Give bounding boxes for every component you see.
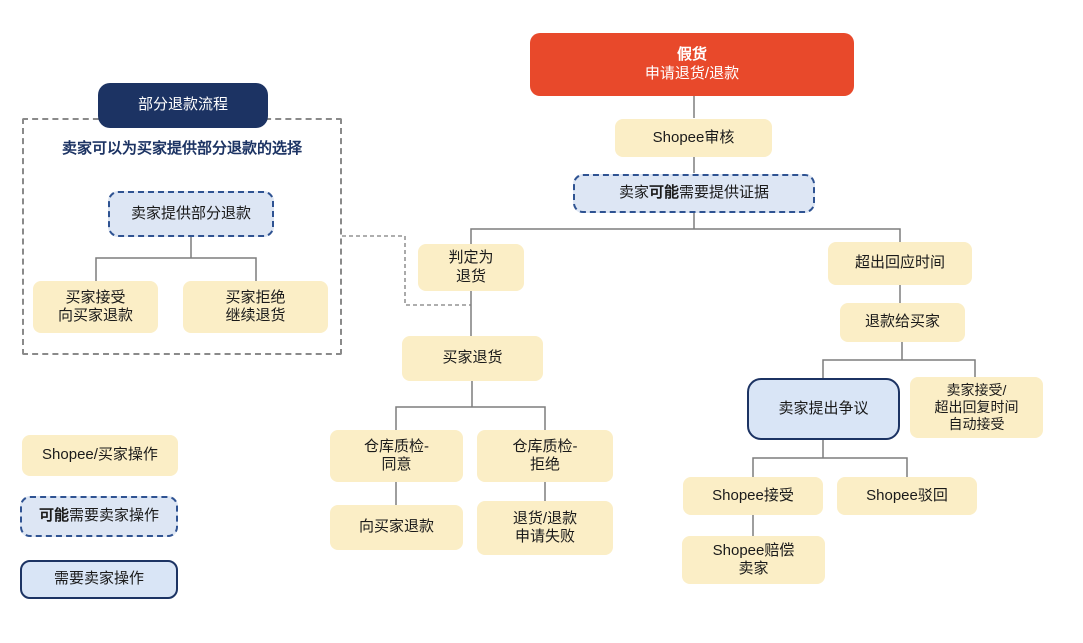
node-shopee-reject: Shopee驳回 [837,477,977,515]
node-qc-agree: 仓库质检- 同意 [330,430,463,482]
node-buyer-return: 买家退货 [402,336,543,381]
legend-maybe-seller-action: 可能需要卖家操作 [20,496,178,537]
partial-offer-label: 卖家提供部分退款 [130,204,251,222]
node-partial-offer: 卖家提供部分退款 [108,191,274,237]
node-shopee-compensate: Shopee赔偿 卖家 [682,536,825,584]
node-refund-to-buyer: 退款给买家 [840,303,965,342]
node-buyer-reject: 买家拒绝 继续退货 [183,281,328,333]
node-buyer-accept: 买家接受 向买家退款 [33,281,158,333]
node-return-failed: 退货/退款 申请失败 [477,501,613,555]
partial-subtitle: 卖家可以为买家提供部分退款的选择 [61,140,302,157]
node-qc-reject: 仓库质检- 拒绝 [477,430,613,482]
node-judged-return: 判定为 退货 [418,244,524,291]
fake-goods-title: 假货 [676,46,707,64]
node-exceed-response: 超出回应时间 [828,242,972,285]
wire-refund-split [822,342,976,378]
wire-partial-split [95,237,257,281]
node-shopee-accept: Shopee接受 [683,477,823,515]
legend-shopee-buyer-action: Shopee/买家操作 [22,435,178,476]
wire-partial-to-main-dashed [342,235,471,306]
node-seller-auto-accept: 卖家接受/ 超出回复时间 自动接受 [910,377,1043,438]
node-evidence: 卖家可能需要提供证据 [573,174,815,213]
node-seller-dispute: 卖家提出争议 [747,378,900,440]
partial-header: 部分退款流程 [98,83,268,128]
legend-need-seller-action: 需要卖家操作 [20,560,178,599]
node-refund-buyer: 向买家退款 [330,505,463,550]
fake-goods-subtitle: 申请退货/退款 [644,64,740,82]
wire-buyerreturn-split [395,381,546,430]
node-fake-goods: 假货 申请退货/退款 [530,33,854,96]
wire-main-split [470,228,901,244]
wire-dispute-split [752,440,908,477]
partial-header-label: 部分退款流程 [137,96,228,114]
node-shopee-review: Shopee审核 [615,119,772,157]
